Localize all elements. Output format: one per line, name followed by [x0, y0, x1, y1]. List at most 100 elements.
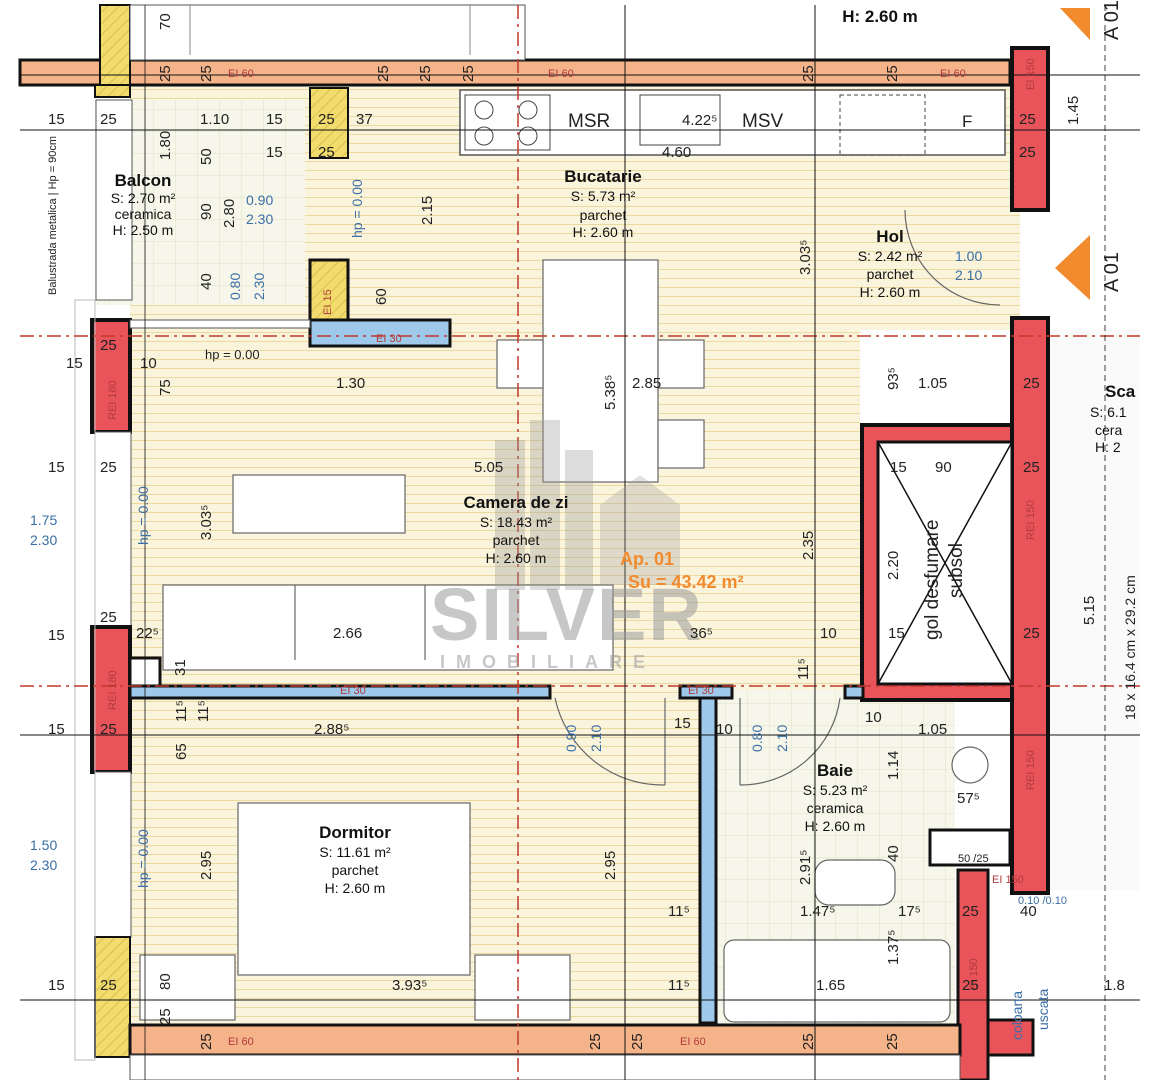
- fire-ratings: EI 60 EI 60 EI 60 EI 60 EI 60 EI 150 REI…: [107, 58, 1037, 1048]
- dim-3035b: 3.03⁵: [198, 505, 215, 540]
- dim-115-d: 11⁵: [668, 903, 690, 920]
- dim-235: 2.35: [800, 531, 817, 560]
- dim-1375: 1.37⁵: [885, 930, 902, 965]
- fire-rei180-a: REI 180: [107, 380, 119, 420]
- room-scara-height: H: 2: [1095, 439, 1121, 455]
- left-walls: [74, 84, 133, 1061]
- dim-165: 1.65: [816, 977, 845, 994]
- dim-80: 80: [157, 973, 174, 990]
- room-hol-height: H: 2.60 m: [860, 284, 921, 300]
- room-camera-floor: parchet: [493, 532, 540, 548]
- room-dormitor-area: S: 11.61 m²: [319, 844, 391, 860]
- room-camera-area: S: 18.43 m²: [480, 514, 553, 530]
- dim-230-b: 2.30: [246, 211, 273, 227]
- dim-15f: 15: [890, 459, 907, 476]
- dim-145: 1.45: [1065, 96, 1082, 125]
- dim-25g: 25: [884, 65, 901, 82]
- dim-280: 2.80: [221, 199, 238, 228]
- fire-rei150-a: REI 150: [1025, 500, 1037, 540]
- room-hol-area: S: 2.42 m²: [858, 248, 923, 264]
- dim-40c: 40: [1020, 903, 1037, 920]
- fire-ei60-c: EI 60: [940, 68, 966, 80]
- balcony-walls: [129, 87, 452, 348]
- dim-65: 65: [173, 743, 190, 760]
- dim-stair: 18 x 16.4 cm x 29.2 cm: [1122, 575, 1138, 720]
- dim-90b: 90: [935, 459, 952, 476]
- dim-25e: 25: [460, 65, 477, 82]
- dim-15k: 15: [48, 977, 65, 994]
- dim-230: 2.30: [251, 273, 267, 300]
- partitions: [128, 656, 865, 1025]
- dim-210: 2.10: [955, 267, 982, 283]
- dim-285: 2.85: [632, 375, 661, 392]
- dim-75: 75: [157, 379, 174, 396]
- fire-ei30-b: EI 30: [340, 685, 366, 697]
- room-dormitor-floor: parchet: [332, 862, 379, 878]
- fire-ei60-d: EI 60: [228, 1036, 254, 1048]
- hp-living: hp = 0.00: [135, 486, 151, 545]
- kitchen-msv: MSV: [742, 111, 784, 132]
- gol-label: gol desfumare: [922, 520, 943, 640]
- room-bucatarie-height: H: 2.60 m: [573, 224, 634, 240]
- room-baie-name: Baie: [817, 761, 853, 780]
- dim-110: 1.10: [200, 111, 229, 128]
- doors: [554, 209, 1001, 786]
- coloana-label: coloana: [1009, 991, 1025, 1040]
- apartment-tag: Ap. 01 Su = 43.42 m²: [620, 549, 744, 592]
- room-scara-floor: cera: [1095, 422, 1122, 438]
- misc-labels: Balustrada metalica | Hp = 90cm gol desf…: [47, 0, 1138, 1040]
- dim-220: 2.20: [885, 551, 902, 580]
- dim-2915: 2.91⁵: [797, 850, 814, 885]
- dim-230c: 2.30: [30, 857, 57, 873]
- watermark: SILVER IMOBILIARE: [430, 420, 704, 672]
- dim-25u: 25: [100, 977, 117, 994]
- room-scara-area: S: 6.1: [1090, 404, 1127, 420]
- furniture: [139, 259, 989, 1023]
- dim-25h: 25: [100, 111, 117, 128]
- fire-ei30-a: EI 30: [376, 333, 402, 345]
- fire-ei60-a: EI 60: [228, 68, 254, 80]
- dim-266: 2.66: [333, 625, 362, 642]
- dim-25y: 25: [587, 1033, 604, 1050]
- room-bucatarie-name: Bucatarie: [564, 167, 641, 186]
- room-scara-name: Sca: [1105, 382, 1136, 401]
- dim-10: 10: [140, 355, 157, 372]
- stair-labels: Sca S: 6.1 cera H: 2: [1090, 382, 1136, 455]
- apartment-name: Ap. 01: [620, 549, 674, 569]
- dim-31: 31: [172, 659, 189, 676]
- dim-40: 40: [198, 273, 215, 290]
- dim-15d: 15: [66, 355, 83, 372]
- dim-15e: 15: [48, 459, 65, 476]
- dim-575: 57⁵: [957, 790, 980, 807]
- dim-2885: 2.88⁵: [314, 721, 349, 738]
- dim-175b: 17⁵: [898, 903, 921, 920]
- room-hol-name: Hol: [876, 227, 903, 246]
- watermark-sub: IMOBILIARE: [440, 652, 656, 672]
- room-dormitor-name: Dormitor: [319, 823, 391, 842]
- dim-25b: 25: [198, 65, 215, 82]
- hp-bedroom: hp = 0.00: [135, 829, 151, 888]
- dim-25k: 25: [1019, 144, 1036, 161]
- dimension-labels: 70 25 25 25 25 25 25 25 15 25 1.10 15 25…: [30, 13, 1125, 1050]
- dim-25j: 25: [1019, 111, 1036, 128]
- section-mid-label: A 01: [1101, 252, 1123, 292]
- dim-505: 5.05: [474, 459, 503, 476]
- axes: [20, 5, 1140, 1080]
- room-balcon-height: H: 2.50 m: [113, 222, 174, 238]
- room-baie-floor: ceramica: [807, 800, 864, 816]
- dim-460: 4.60: [662, 144, 691, 161]
- dim-25z: 25: [629, 1033, 646, 1050]
- room-bucatarie-floor: parchet: [580, 207, 627, 223]
- dim-25c: 25: [375, 65, 392, 82]
- dim-15a: 15: [48, 111, 65, 128]
- dim-15h: 15: [888, 625, 905, 642]
- dim-25aa: 25: [800, 1033, 817, 1050]
- dim-090: 0.90: [246, 192, 273, 208]
- dim-230b: 2.30: [30, 532, 57, 548]
- dim-538: 5.38⁵: [602, 375, 619, 410]
- watermark-brand: SILVER: [430, 573, 704, 656]
- room-labels: Balcon S: 2.70 m² ceramica H: 2.50 m Buc…: [111, 7, 923, 896]
- fire-ei15: EI 15: [322, 289, 334, 315]
- dim-1475: 1.47⁵: [800, 903, 835, 920]
